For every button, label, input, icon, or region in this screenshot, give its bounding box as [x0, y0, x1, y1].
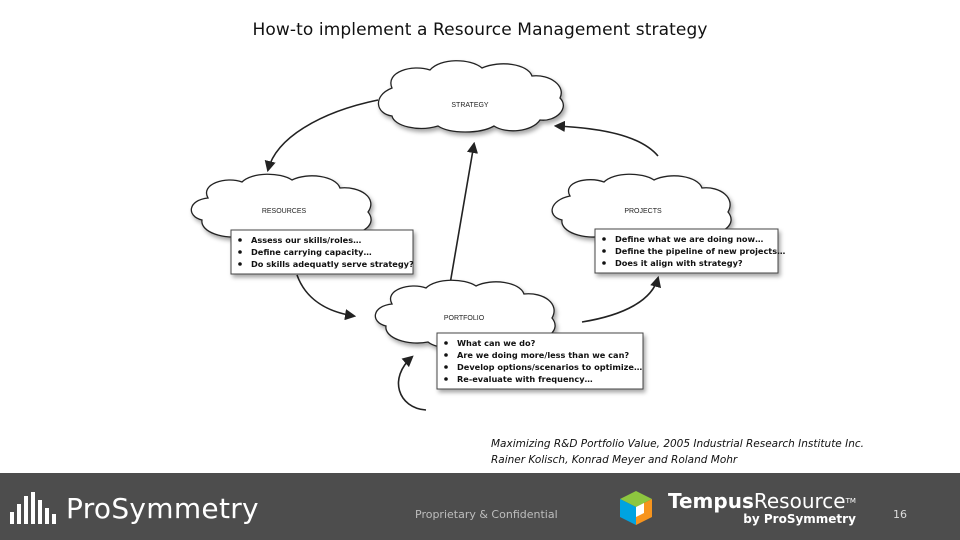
resource-management-diagram: STRATEGY RESOURCES PROJECTS PORTFOLIO As…: [190, 60, 785, 411]
citation: Maximizing R&D Portfolio Value, 2005 Ind…: [491, 436, 864, 468]
arrow-resources-to-portfolio: [296, 274, 357, 321]
cloud-resources: [190, 173, 372, 243]
resources-bullet-3: Do skills adequatly serve strategy?: [251, 259, 414, 269]
page-number: 16: [893, 508, 907, 521]
cloud-projects: [551, 173, 732, 243]
portfolio-bullet-2: Are we doing more/less than we can?: [457, 350, 629, 360]
prosymmetry-logo: ProSymmetry: [8, 488, 259, 528]
citation-line-2: Rainer Kolisch, Konrad Meyer and Roland …: [491, 454, 738, 466]
arrow-projects-to-strategy: [553, 120, 659, 157]
arrow-strategy-to-resources: [264, 99, 379, 173]
box-resources: Assess our skills/roles… Define carrying…: [230, 229, 414, 275]
cloud-strategy: [377, 60, 564, 133]
cloud-label-strategy: STRATEGY: [451, 102, 489, 109]
tempus-word-bold: Tempus: [668, 489, 754, 513]
confidential-label: Proprietary & Confidential: [415, 508, 558, 521]
projects-bullet-1: Define what we are doing now…: [615, 234, 763, 244]
portfolio-bullet-3: Develop options/scenarios to optimize…: [457, 362, 642, 372]
projects-bullet-3: Does it align with strategy?: [615, 258, 743, 268]
arrow-portfolio-to-projects: [581, 275, 662, 323]
resources-bullet-1: Assess our skills/roles…: [251, 235, 361, 245]
citation-line-1: Maximizing R&D Portfolio Value, 2005 Ind…: [491, 438, 864, 450]
tempus-word-light: Resource: [753, 489, 846, 513]
tempus-byline: by ProSymmetry: [743, 512, 856, 526]
arrow-portfolio-self-loop: [397, 355, 427, 411]
tempus-wordmark: TempusResourceTM: [668, 490, 856, 512]
cloud-label-portfolio: PORTFOLIO: [444, 315, 485, 322]
cloud-label-resources: RESOURCES: [262, 208, 307, 215]
slide-title: How-to implement a Resource Management s…: [252, 20, 708, 40]
prosymmetry-wordmark: ProSymmetry: [66, 491, 259, 525]
resources-bullet-2: Define carrying capacity…: [251, 247, 372, 257]
projects-bullet-2: Define the pipeline of new projects…: [615, 246, 785, 256]
tempus-cube-icon: [620, 491, 652, 525]
footer-bar: ProSymmetry Proprietary & Confidential T…: [0, 473, 960, 540]
trademark-mark: TM: [845, 497, 856, 505]
portfolio-bullet-4: Re-evaluate with frequency…: [457, 374, 593, 384]
portfolio-bullet-1: What can we do?: [457, 338, 536, 348]
box-portfolio: What can we do? Are we doing more/less t…: [436, 332, 644, 390]
prosymmetry-bars-icon: [10, 492, 56, 524]
cloud-label-projects: PROJECTS: [624, 208, 662, 215]
arrow-portfolio-to-strategy: [448, 141, 479, 291]
box-projects: Define what we are doing now… Define the…: [594, 228, 785, 274]
tempus-resource-logo: TempusResourceTM by ProSymmetry: [612, 489, 856, 527]
flow-arrows: [264, 99, 662, 411]
